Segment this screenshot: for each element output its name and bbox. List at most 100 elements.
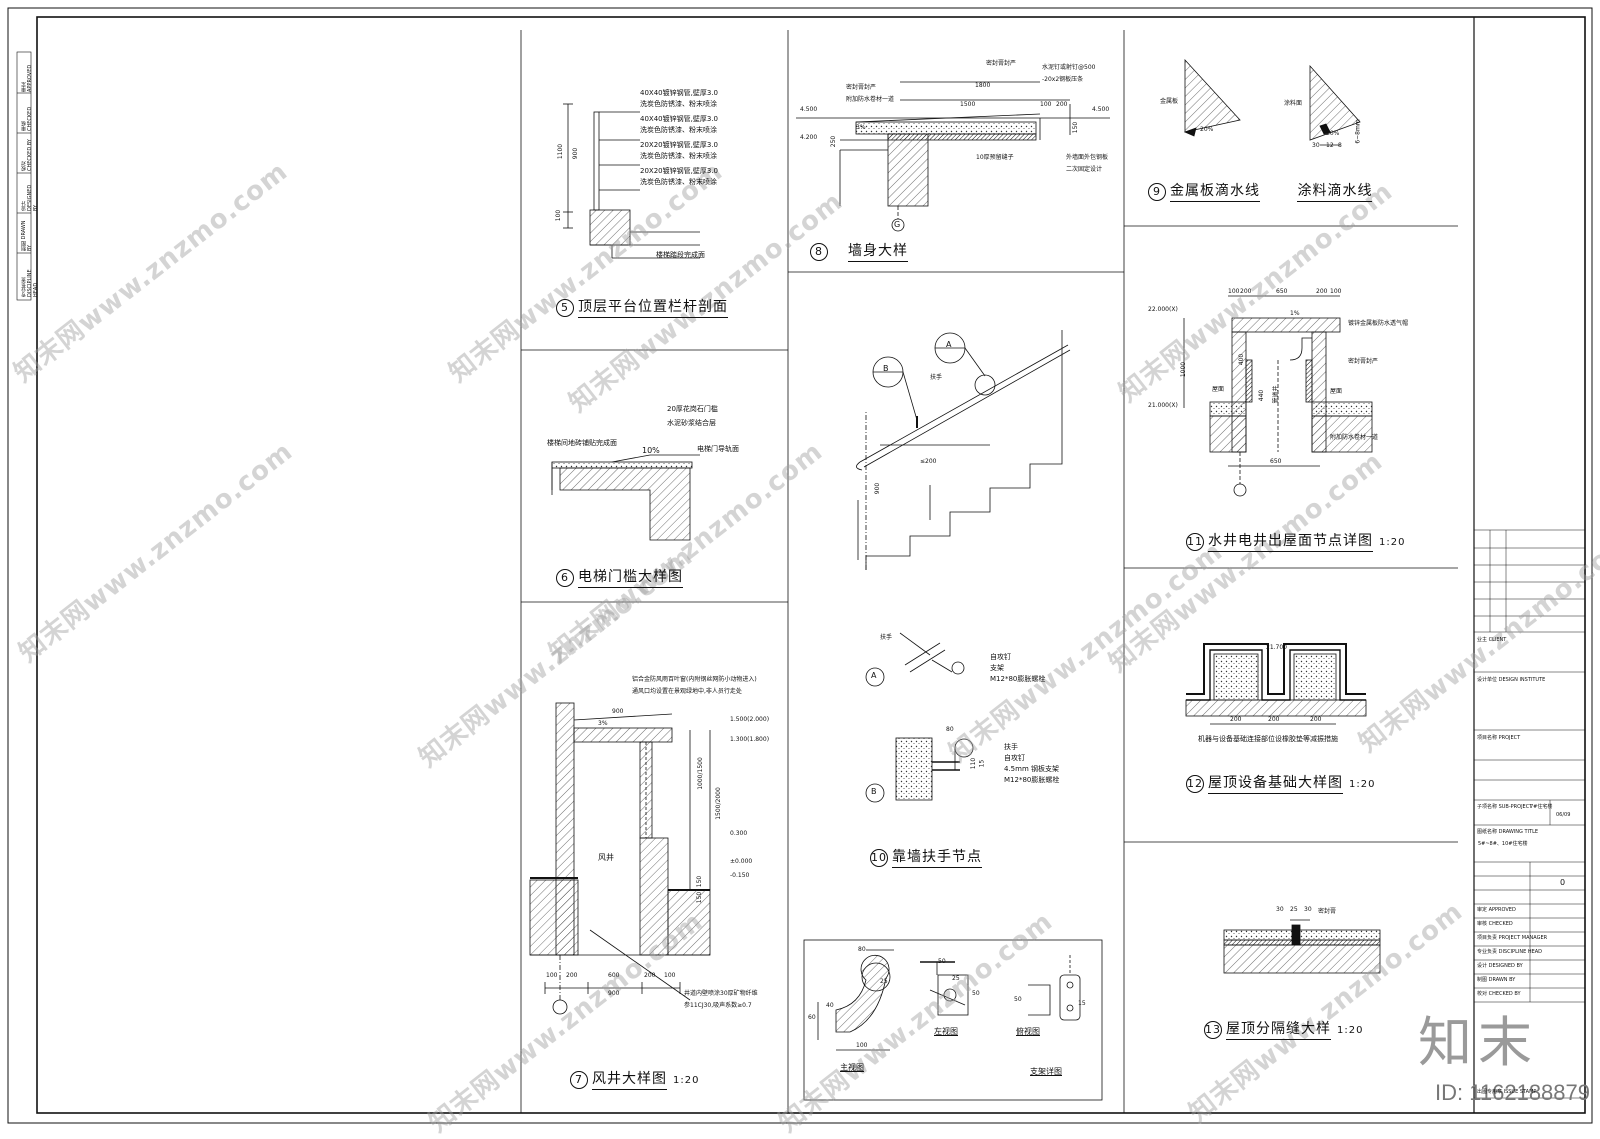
tb-stamp: 出图专用章 ISSUE STAMP — [1477, 1089, 1537, 1095]
detail-8-level: 4.500 — [1092, 106, 1110, 113]
sidebar-label: 审核 CHECKED — [21, 106, 33, 131]
tb-role: 专业负责 DISCIPLINE HEAD — [1477, 949, 1543, 955]
detail-6-elevator-sill — [551, 454, 700, 541]
detail-11-note: 屋面 — [1330, 388, 1343, 395]
detail-9-drip-lines — [1183, 58, 1361, 146]
detail-10-dim: 110 — [970, 757, 978, 770]
detail-11-level: 22.000(X) — [1148, 306, 1178, 313]
detail-10-view-dim: 25 — [952, 975, 960, 982]
detail-6-slope: 10% — [642, 446, 660, 455]
title-block — [1473, 529, 1586, 1114]
detail-10-dim: 15 — [978, 759, 986, 768]
detail-13-roof-joint — [1223, 919, 1381, 974]
tb-row-client: 业主 CLIENT — [1477, 637, 1507, 643]
tb-row-project: 项目名称 PROJECT — [1477, 735, 1521, 741]
detail-8-note: -20x2钢板压条 — [1042, 76, 1084, 83]
detail-10-view-dim: 60 — [808, 1014, 816, 1021]
detail-11-dim: 100 — [1330, 288, 1342, 295]
detail-13-note: 密封膏 — [1318, 908, 1337, 915]
detail-8-note: 密封膏封严 — [986, 60, 1017, 67]
detail-7-dim: 3% — [598, 720, 608, 727]
tb-role: 设计 DESIGNED BY — [1477, 963, 1523, 969]
detail-9-dim: 8 — [1338, 142, 1342, 149]
detail-6-note: 水泥砂浆结合层 — [667, 419, 716, 427]
detail-10-ref: A — [946, 340, 952, 349]
detail-7-dim: 200 — [566, 972, 578, 979]
detail-5-dim: 1100 — [557, 143, 565, 160]
detail-8-level: 4.500 — [800, 106, 818, 113]
detail-10-label: 扶手 — [930, 374, 943, 381]
detail-7-note: 通风口均设置在景观绿地中,非人员行走处 — [632, 688, 742, 695]
detail-10-view-dim: 100 — [856, 1042, 868, 1049]
detail-10-view-dim: 50 — [1014, 996, 1022, 1003]
detail-8-grid: G — [894, 220, 901, 229]
detail-10-a-label: 扶手 — [880, 634, 893, 641]
detail-13-dim: 30 — [1276, 906, 1284, 913]
detail-8-dim: 1500 — [960, 101, 976, 108]
detail-9-dim: 12 — [1326, 142, 1334, 149]
detail-7-dim: 200 — [644, 972, 656, 979]
detail-7-dim: 1000/1500 — [696, 757, 704, 790]
detail-10-view-dim: 40 — [826, 1002, 834, 1009]
detail-10-view-label: 主视图 — [840, 1063, 864, 1072]
detail-7-level: 1.300(1.800) — [730, 736, 770, 743]
tb-row-subproject: 子项名称 SUB-PROJECT — [1477, 804, 1533, 810]
detail-9-label: 涂料面 — [1284, 100, 1303, 107]
brand-logo: 知末 — [1418, 1011, 1538, 1074]
detail-12-dim: 200 — [1230, 716, 1242, 723]
panel-grid — [520, 30, 1458, 1113]
detail-11-note: 镀锌金属板防水透气帽 — [1348, 320, 1409, 327]
detail-7-level: ±0.000 — [730, 858, 753, 865]
detail-10-view-dim: 80 — [858, 946, 866, 953]
tb-role: 制图 DRAWN BY — [1477, 977, 1516, 983]
detail-10-dim: 80 — [946, 726, 954, 733]
detail-11-level: 21.000(X) — [1148, 402, 1178, 409]
detail-8-dim: 3% — [856, 124, 866, 131]
detail-8-dim: 250 — [830, 135, 838, 148]
sidebar-label: 设计 DESIGNED BY — [21, 184, 39, 211]
detail-7-dim: 900 — [608, 990, 620, 997]
detail-7-level: 1.500(2.000) — [730, 716, 770, 723]
tb-version: 0 — [1560, 878, 1566, 887]
detail-10-b-marker: B — [871, 787, 877, 796]
detail-11-dim: 200 — [1316, 288, 1328, 295]
detail-9-dim: 20% — [1326, 130, 1340, 137]
detail-11-dim: 200 — [1240, 288, 1252, 295]
detail-5-railing — [563, 103, 700, 259]
detail-7-bottom-note: 井道内壁喷涂30厚矿物纤维 — [684, 990, 758, 997]
detail-7-level: 0.300 — [730, 830, 748, 837]
detail-10-view-label: 左视图 — [934, 1027, 958, 1036]
detail-13-dim: 25 — [1290, 906, 1298, 913]
sidebar-label: 校对 CHECKED BY — [21, 139, 33, 171]
detail-11-dim: 650 — [1270, 458, 1282, 465]
detail-8-dim: 200 — [1056, 101, 1068, 108]
detail-8-dim: 150 — [1072, 121, 1080, 134]
detail-12-note: 机器与设备基础连接部位设橡胶垫等减振措施 — [1198, 735, 1338, 743]
detail-7-air-shaft — [529, 702, 711, 1015]
detail-8-note: 二次固定设计 — [1066, 166, 1103, 173]
detail-8-wall-section — [796, 81, 1110, 232]
detail-7-dim: 150 — [696, 875, 704, 888]
detail-8-note: 附加防水卷材一道 — [846, 96, 895, 103]
detail-11-note: 管道井 — [1272, 385, 1280, 404]
detail-9-dim: 6~8mm — [1354, 119, 1362, 144]
detail-11-note: 屋面 — [1212, 386, 1225, 393]
detail-9-label: 金属板 — [1160, 98, 1179, 105]
tb-role: 审定 APPROVED — [1477, 907, 1516, 913]
detail-11-dim: 1% — [1290, 310, 1300, 317]
detail-10-view-dim: 25 — [880, 978, 888, 985]
tb-subproject-value: 7#住宅楼 — [1530, 804, 1553, 810]
detail-7-dim: 150 — [696, 891, 704, 904]
detail-10-view-dim: 50 — [972, 990, 980, 997]
detail-7-level: -0.150 — [730, 872, 750, 879]
